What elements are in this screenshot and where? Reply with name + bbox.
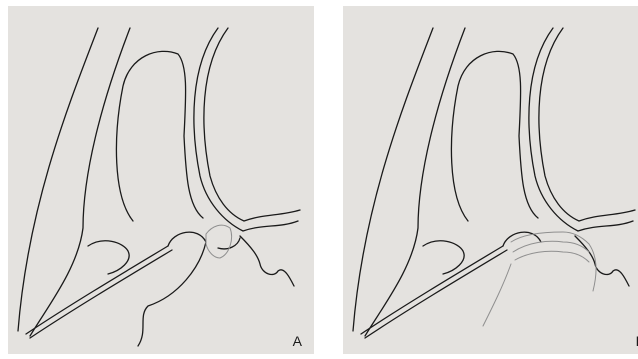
ink-outline [18,28,300,346]
panel-a: A [8,6,314,354]
panel-label-a: A [293,334,302,348]
ink-outline [353,28,635,338]
anatomy-drawing-b [343,6,638,354]
pencil-sketch [206,225,232,258]
anatomy-drawing-a [8,6,314,354]
pencil-sketch [483,232,596,326]
panel-b: B [343,6,638,354]
